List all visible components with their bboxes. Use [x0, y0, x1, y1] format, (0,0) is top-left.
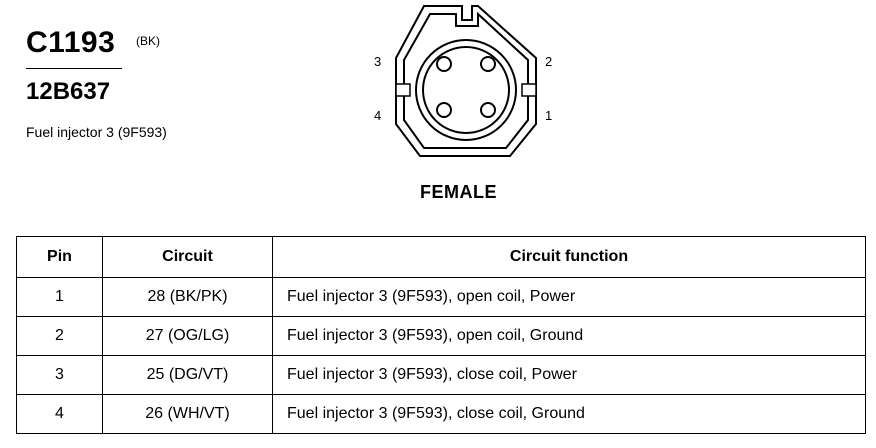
- cell-pin: 3: [16, 355, 103, 395]
- pin-label-3: 3: [374, 54, 382, 69]
- pin-label-1: 1: [545, 108, 553, 123]
- table-header-row: Pin Circuit Circuit function: [16, 236, 866, 278]
- cell-circuit: 27 (OG/LG): [102, 316, 273, 356]
- connector-gender: FEMALE: [420, 182, 497, 202]
- connector-face-diagram: [395, 5, 537, 157]
- header-circuit: Circuit: [102, 236, 273, 278]
- connector-description: Fuel injector 3 (9F593): [26, 124, 167, 140]
- pin-cavity-4: [436, 102, 452, 118]
- cell-circuit-function: Fuel injector 3 (9F593), close coil, Gro…: [272, 394, 866, 434]
- cell-circuit: 25 (DG/VT): [102, 355, 273, 395]
- table-row: 1 28 (BK/PK) Fuel injector 3 (9F593), op…: [16, 277, 866, 317]
- table-row: 2 27 (OG/LG) Fuel injector 3 (9F593), op…: [16, 316, 866, 356]
- header-circuit-function: Circuit function: [272, 236, 866, 278]
- pinout-table: Pin Circuit Circuit function 1 28 (BK/PK…: [16, 236, 866, 434]
- connector-body-outer: [415, 39, 517, 141]
- cell-circuit: 28 (BK/PK): [102, 277, 273, 317]
- cell-circuit-function: Fuel injector 3 (9F593), open coil, Powe…: [272, 277, 866, 317]
- connector-right-tab: [521, 83, 537, 97]
- pin-label-2: 2: [545, 54, 553, 69]
- connector-housing-outer: [395, 5, 537, 157]
- cell-pin: 4: [16, 394, 103, 434]
- connector-id: C1193: [26, 26, 116, 59]
- connector-left-tab: [395, 83, 411, 97]
- cell-circuit: 26 (WH/VT): [102, 394, 273, 434]
- connector-body-inner: [422, 46, 510, 134]
- title-underline: [26, 68, 122, 69]
- pin-cavity-2: [480, 56, 496, 72]
- table-row: 3 25 (DG/VT) Fuel injector 3 (9F593), cl…: [16, 355, 866, 395]
- pin-cavity-1: [480, 102, 496, 118]
- cell-pin: 2: [16, 316, 103, 356]
- cell-circuit-function: Fuel injector 3 (9F593), open coil, Grou…: [272, 316, 866, 356]
- header-pin: Pin: [16, 236, 103, 278]
- pin-label-4: 4: [374, 108, 382, 123]
- cell-circuit-function: Fuel injector 3 (9F593), close coil, Pow…: [272, 355, 866, 395]
- connector-color-code: (BK): [136, 34, 160, 48]
- pin-cavity-3: [436, 56, 452, 72]
- part-number: 12B637: [26, 78, 111, 105]
- cell-pin: 1: [16, 277, 103, 317]
- table-row: 4 26 (WH/VT) Fuel injector 3 (9F593), cl…: [16, 394, 866, 434]
